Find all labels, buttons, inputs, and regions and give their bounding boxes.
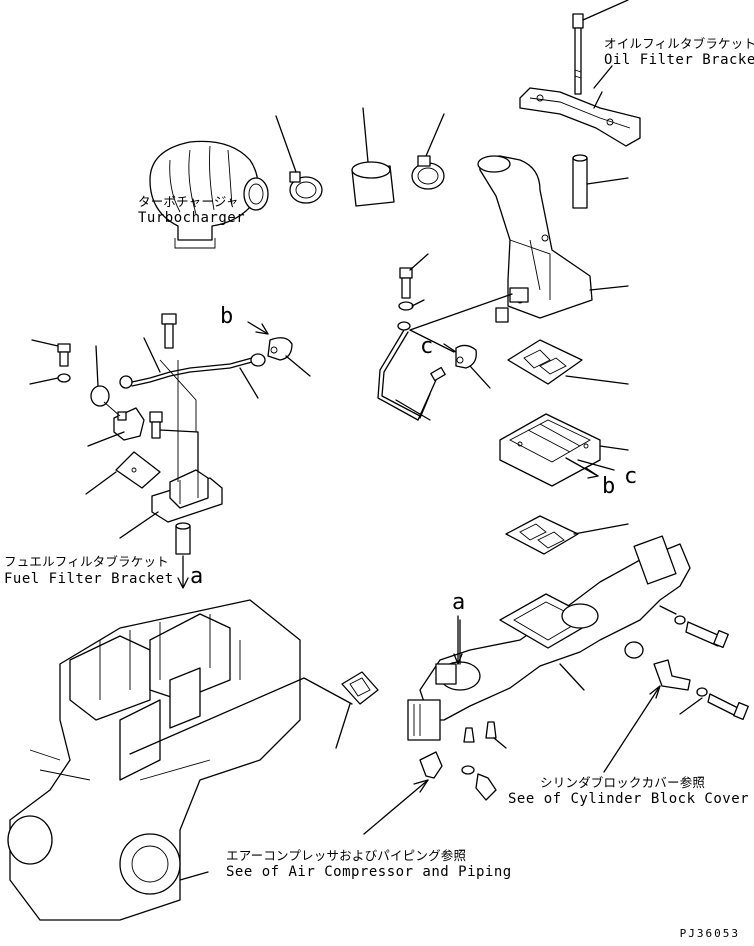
turbocharger-label-en: Turbocharger	[138, 210, 246, 226]
manifold-bolt-1	[659, 605, 729, 649]
marker-b-insulator: b	[602, 474, 616, 499]
oil-filter-bracket	[519, 87, 641, 147]
hose-clamp-1	[275, 115, 323, 204]
gasket-lower	[505, 515, 629, 555]
bolt-mid	[149, 411, 199, 439]
spacer-tube	[572, 154, 629, 209]
air-compressor-label-jp: エアーコンプレッサおよびパイピング参照	[226, 848, 467, 863]
heat-insulator	[499, 413, 629, 487]
bolt-left-1	[31, 339, 71, 367]
washer-1	[398, 299, 425, 311]
small-fittings	[463, 721, 507, 749]
oil-filter-bracket-label-en: Oil Filter Bracket	[604, 52, 754, 68]
exhaust-elbow	[477, 155, 629, 319]
fuel-filter-bracket-label-en: Fuel Filter Bracket	[4, 571, 174, 587]
oil-filter-bracket-label-jp: オイルフィルタブラケット	[604, 36, 754, 51]
marker-b-fuel: b	[220, 304, 234, 329]
cylinder-block-cover-label-en: See of Cylinder Block Cover	[508, 791, 750, 807]
drawing-code: PJ36053	[679, 927, 740, 940]
engine-block	[7, 599, 353, 921]
fuel-hose	[119, 337, 266, 399]
pipe-fitting-c	[409, 293, 513, 389]
air-compressor-bracket	[419, 751, 497, 801]
marker-c-pipe: c	[420, 334, 434, 359]
fuel-filter-bracket-label-jp: フュエルフィルタブラケット	[4, 554, 169, 569]
marker-c-insulator: c	[624, 464, 638, 489]
marker-a-bracket: a	[190, 564, 204, 589]
fitting-b	[267, 337, 311, 377]
plug-bolt	[495, 307, 509, 323]
cylinder-block-cover-label-jp: シリンダブロックカバー参照	[540, 775, 706, 790]
manifold-spacer	[624, 641, 644, 659]
flange-gasket	[335, 671, 379, 749]
washer-left	[29, 373, 71, 385]
bracket-l	[653, 659, 691, 691]
small-bolt	[399, 253, 429, 299]
turbocharger	[149, 140, 269, 249]
marker-a-manifold: a	[452, 590, 466, 615]
exhaust-manifold	[407, 535, 691, 741]
spacer-left	[175, 522, 191, 589]
manifold-bolt-2	[679, 687, 749, 721]
oil-pipe	[377, 321, 446, 421]
clip	[90, 345, 110, 407]
gasket-upper	[507, 339, 629, 385]
air-compressor-label-en: See of Air Compressor and Piping	[226, 864, 512, 880]
fuel-filter-bracket	[103, 359, 223, 539]
bolt-top	[161, 313, 177, 349]
connector-hose	[351, 107, 395, 207]
oil-filter-bracket-bolt	[572, 0, 629, 95]
fuel-valve	[113, 407, 145, 441]
mount-plate	[85, 431, 161, 495]
leader-lines	[247, 65, 661, 835]
turbocharger-label-jp: ターボチャージャ	[138, 194, 239, 209]
hose-clamp-2	[411, 113, 445, 190]
